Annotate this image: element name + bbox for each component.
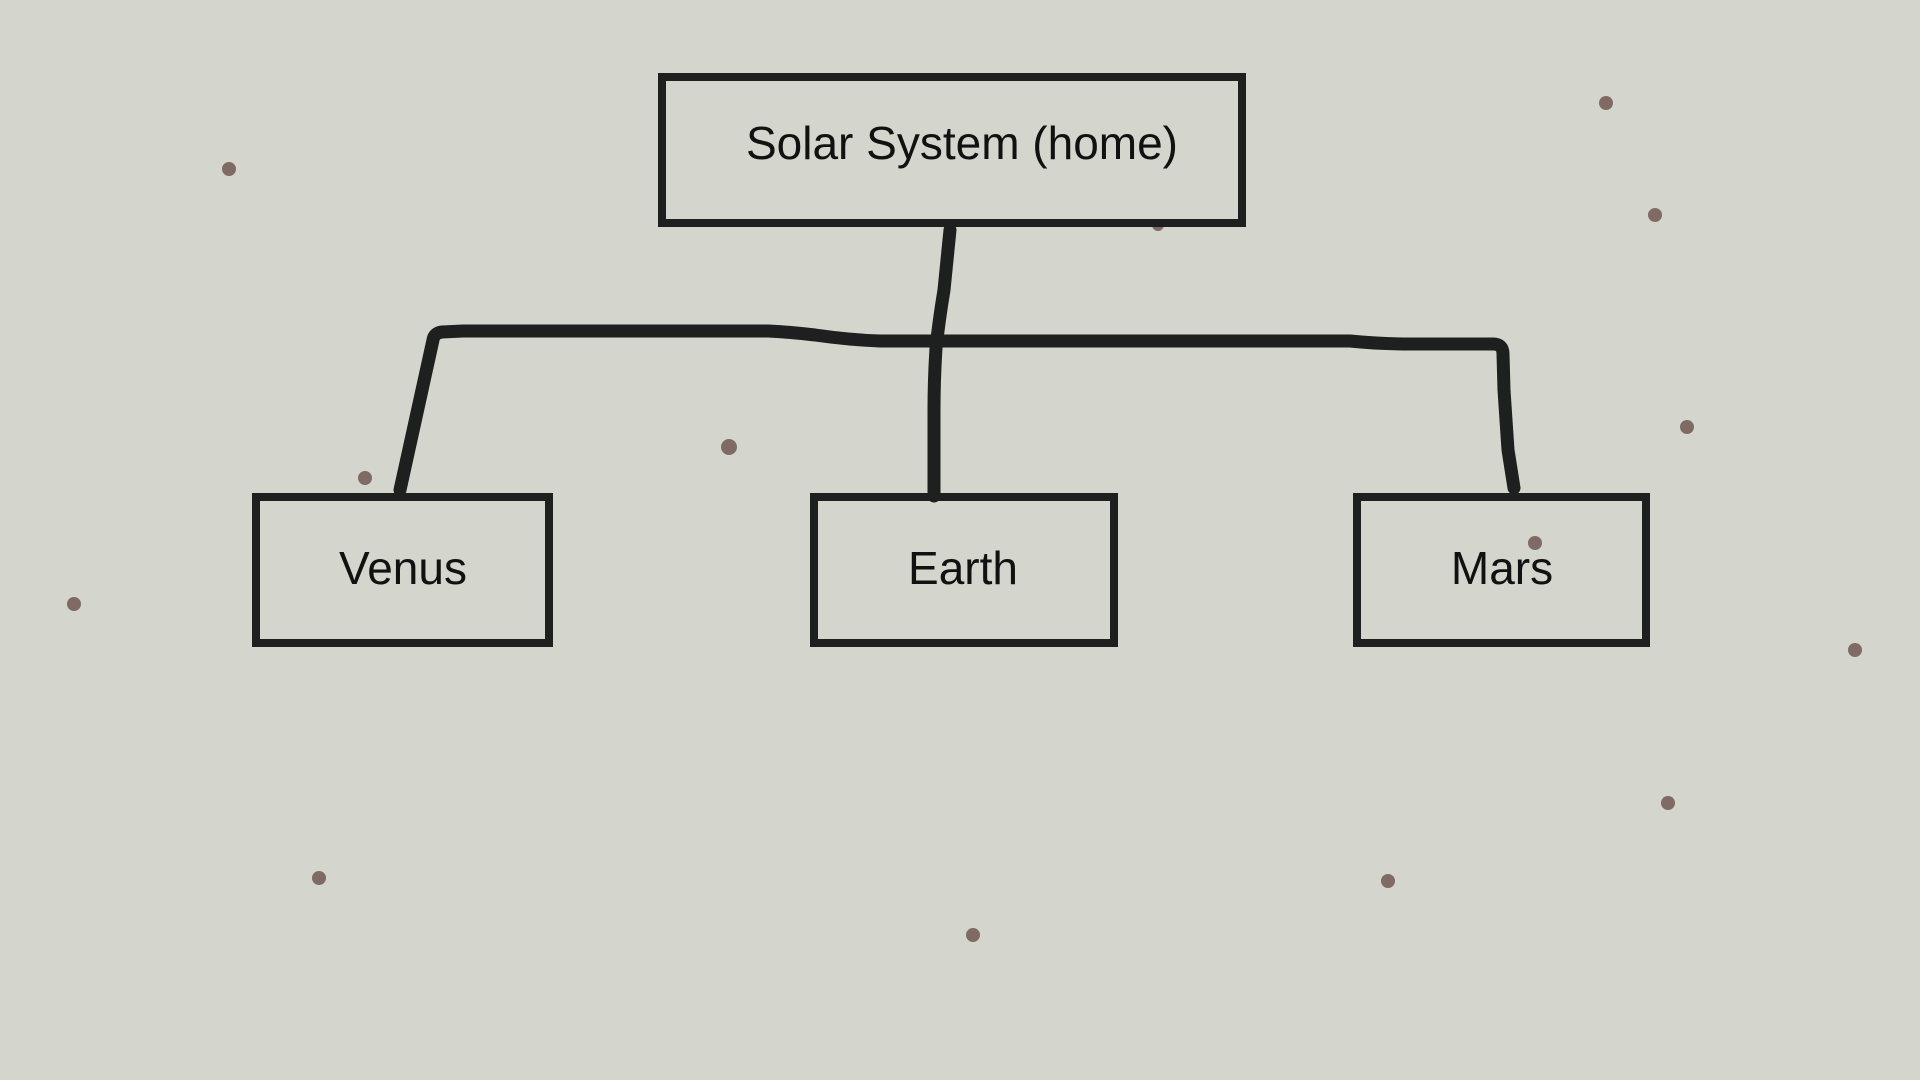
node-root-label: Solar System (home) — [746, 117, 1178, 169]
node-root: Solar System (home) — [658, 73, 1246, 227]
node-earth-box — [810, 493, 1118, 647]
node-mars: Mars — [1353, 493, 1650, 647]
node-mars-box — [1353, 493, 1650, 647]
node-venus: Venus — [252, 493, 553, 647]
dot — [358, 471, 372, 485]
dot — [1648, 208, 1662, 222]
dot — [312, 871, 326, 885]
node-mars-label: Mars — [1451, 542, 1553, 594]
dot — [1848, 643, 1862, 657]
dot — [222, 162, 236, 176]
dot — [1661, 796, 1675, 810]
connectors — [393, 223, 1521, 503]
dot — [1381, 874, 1395, 888]
background-dots — [67, 96, 1862, 942]
dot — [67, 597, 81, 611]
dot — [966, 928, 980, 942]
dot — [1680, 420, 1694, 434]
connector-root-trunk — [927, 223, 957, 503]
node-earth: Earth — [810, 493, 1118, 647]
connector-branch-bar — [393, 324, 1521, 497]
dot — [1599, 96, 1613, 110]
dot — [721, 439, 737, 455]
node-venus-label: Venus — [339, 542, 467, 594]
node-venus-box — [252, 493, 553, 647]
node-earth-label: Earth — [908, 542, 1018, 594]
dot — [1528, 536, 1542, 550]
node-root-box — [658, 73, 1246, 227]
